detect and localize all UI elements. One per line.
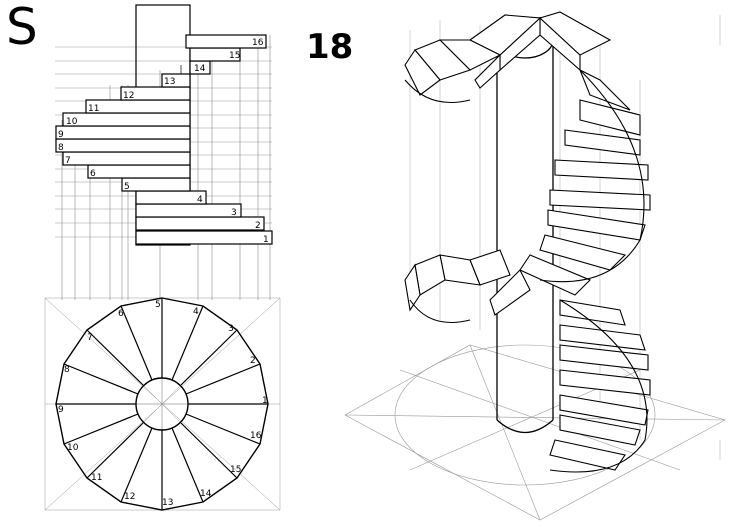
elev-step-5: 5 xyxy=(124,182,130,192)
elev-step-7: 7 xyxy=(65,156,71,166)
elev-step-8: 8 xyxy=(58,143,64,153)
plan-step-7: 7 xyxy=(87,333,93,343)
plan-step-1: 1 xyxy=(262,396,268,406)
elev-step-14: 14 xyxy=(194,64,206,74)
plan-step-2: 2 xyxy=(250,356,256,366)
iso-lower-treads xyxy=(404,249,651,471)
isometric-view xyxy=(344,11,726,521)
plan-step-10: 10 xyxy=(67,443,79,453)
plan-step-12: 12 xyxy=(124,492,135,502)
plan-step-5: 5 xyxy=(155,300,161,310)
iso-stringers xyxy=(404,69,648,473)
iso-upper-treads xyxy=(404,11,651,296)
plan-step-3: 3 xyxy=(228,324,234,334)
elevation-treads xyxy=(55,34,273,245)
iso-ground-construction xyxy=(344,344,726,521)
plan-step-16: 16 xyxy=(250,431,262,441)
elev-step-16: 16 xyxy=(252,38,264,48)
plan-center-column xyxy=(135,377,189,431)
elev-step-3: 3 xyxy=(231,208,237,218)
plan-inner-construction xyxy=(136,378,188,430)
elev-step-15: 15 xyxy=(229,51,240,61)
plan-step-14: 14 xyxy=(200,489,212,499)
plan-step-labels: 1 2 3 4 5 6 7 8 9 10 11 12 13 14 15 16 xyxy=(58,300,268,508)
elevation-view: 1 2 3 4 5 6 7 8 9 10 11 12 13 14 15 16 xyxy=(55,4,273,300)
elev-step-6: 6 xyxy=(90,169,96,179)
elev-step-10: 10 xyxy=(66,117,78,127)
sheet-letter: S xyxy=(6,0,38,56)
iso-guides xyxy=(409,15,721,460)
elev-step-1: 1 xyxy=(263,235,269,245)
plan-view: 1 2 3 4 5 6 7 8 9 10 11 12 13 14 15 16 xyxy=(44,297,281,511)
elev-step-4: 4 xyxy=(197,195,203,205)
elev-step-12: 12 xyxy=(123,91,134,101)
plan-spokes xyxy=(56,298,268,510)
plan-step-9: 9 xyxy=(58,405,64,415)
plan-step-6: 6 xyxy=(118,309,124,319)
plan-step-15: 15 xyxy=(230,465,241,475)
elev-step-2: 2 xyxy=(255,221,261,231)
elev-step-11: 11 xyxy=(88,104,99,114)
plan-step-8: 8 xyxy=(64,365,70,375)
iso-central-column xyxy=(496,21,554,433)
elev-step-9: 9 xyxy=(58,130,64,140)
sheet-number: 18 xyxy=(306,27,354,67)
plan-step-4: 4 xyxy=(193,307,199,317)
plan-step-11: 11 xyxy=(91,473,102,483)
elev-step-13: 13 xyxy=(164,77,175,87)
plan-step-13: 13 xyxy=(162,498,173,508)
elevation-step-labels: 1 2 3 4 5 6 7 8 9 10 11 12 13 14 15 16 xyxy=(58,38,269,245)
